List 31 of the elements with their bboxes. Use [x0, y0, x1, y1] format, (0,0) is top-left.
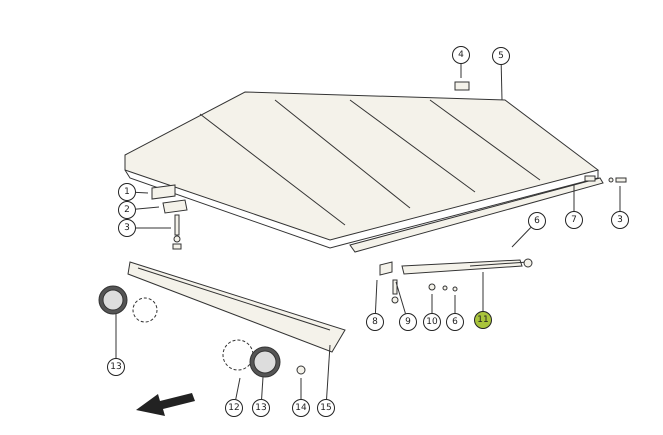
leader-line	[512, 226, 532, 248]
callout-number: 4	[452, 46, 470, 64]
leader-line	[374, 280, 378, 314]
callout-number: 2	[118, 201, 136, 219]
callout-number: 5	[492, 47, 510, 65]
callout-number: 11	[474, 311, 492, 329]
leader-line	[396, 282, 406, 314]
callout-number: 14	[292, 399, 310, 417]
leader-line	[326, 344, 330, 400]
callout-number: 6	[446, 313, 464, 331]
leader-line	[261, 376, 264, 400]
leader-line	[482, 272, 484, 312]
leader-line	[460, 64, 462, 78]
leader-line	[500, 64, 502, 100]
callout-number: 12	[225, 399, 243, 417]
callout-number: 13	[252, 399, 270, 417]
callout-number: 13	[107, 358, 125, 376]
callout-number: 9	[399, 313, 417, 331]
callout-number: 6	[528, 212, 546, 230]
callout-number: 3	[118, 219, 136, 237]
callout-number: 10	[423, 313, 441, 331]
leader-line	[300, 378, 302, 400]
callout-number: 3	[611, 211, 629, 229]
leader-line	[135, 206, 160, 210]
callout-number: 15	[317, 399, 335, 417]
callout-number: 1	[118, 183, 136, 201]
leader-line	[454, 294, 456, 314]
callout-number: 8	[366, 313, 384, 331]
leader-line	[136, 192, 148, 194]
callout-number: 7	[565, 211, 583, 229]
leader-line	[235, 378, 240, 400]
